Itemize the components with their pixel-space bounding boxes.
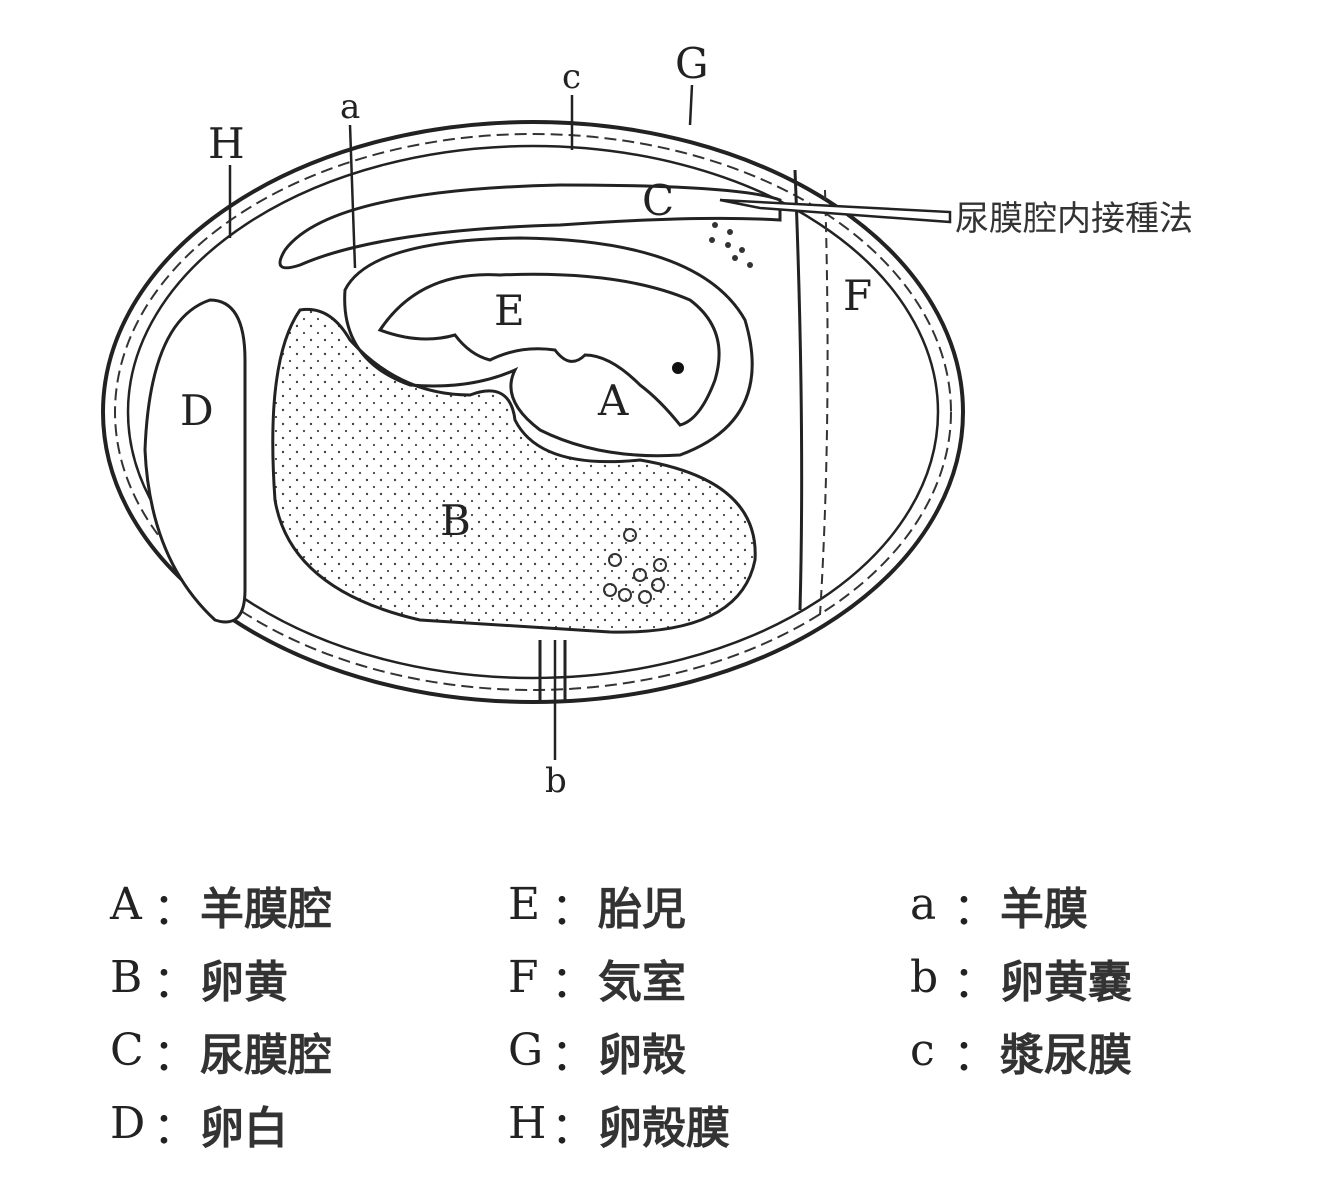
air-cell-wall (793, 169, 804, 611)
legend-key: a (910, 879, 937, 930)
label-C: C (642, 176, 674, 225)
label-A: A (597, 376, 629, 425)
legend-item: b ：卵黄嚢 (910, 941, 1132, 1014)
legend-value: 胎児 (598, 883, 686, 935)
yolk-sac-stalk (538, 640, 567, 700)
label-B: B (440, 496, 471, 545)
legend-value: 卵殻 (598, 1029, 686, 1081)
legend-item: C：尿膜腔 (110, 1014, 332, 1087)
legend-key: C (110, 1025, 144, 1076)
legend-item: B：卵黄 (110, 941, 332, 1014)
label-H: H (208, 119, 245, 168)
legend-item: c ：漿尿膜 (910, 1014, 1132, 1087)
label-c: c (562, 57, 581, 97)
legend-sep: ： (153, 1102, 197, 1154)
egg-diagram: A B C D E F G H a b c 尿膜腔内接種法 (101, 39, 1193, 801)
legend-sep: ： (153, 1029, 197, 1081)
legend-value: 卵殻膜 (598, 1102, 730, 1154)
legend-item: E：胎児 (508, 868, 730, 941)
legend-sep: ： (551, 956, 595, 1008)
legend-value: 卵黄嚢 (1000, 956, 1132, 1008)
legend-sep: ： (551, 1102, 595, 1154)
chorioallantoic-membrane (126, 144, 940, 680)
legend-key: F (508, 952, 539, 1003)
legend-item: a ：羊膜 (910, 868, 1132, 941)
legend-value: 羊膜 (1000, 883, 1088, 935)
legend-key: G (508, 1025, 544, 1076)
legend-sep: ： (551, 883, 595, 935)
allantois-band (278, 183, 782, 270)
legend-item: D：卵白 (110, 1087, 332, 1160)
legend-column-2: E：胎児 F：気室 G：卵殻 H：卵殻膜 (508, 868, 730, 1160)
legend-sep: ： (953, 956, 997, 1008)
legend-value: 尿膜腔 (200, 1029, 332, 1081)
legend-key: H (508, 1098, 547, 1149)
label-G: G (675, 39, 709, 88)
label-E: E (494, 286, 525, 335)
embryo (377, 272, 721, 427)
legend-key: c (910, 1025, 935, 1076)
yolk-region (271, 307, 757, 634)
legend-sep: ： (153, 956, 197, 1008)
legend-item: A：羊膜腔 (110, 868, 332, 941)
legend-key: B (110, 952, 143, 1003)
embryo-eye (672, 362, 684, 374)
injection-method-label: 尿膜腔内接種法 (955, 199, 1193, 239)
air-cell-membrane (819, 189, 829, 616)
label-D: D (180, 386, 214, 435)
legend-value: 羊膜腔 (200, 883, 332, 935)
amnion (343, 236, 754, 458)
label-b: b (545, 761, 567, 801)
legend-value: 卵黄 (200, 956, 288, 1008)
legend-sep: ： (551, 1029, 595, 1081)
legend-column-1: A：羊膜腔 B：卵黄 C：尿膜腔 D：卵白 (110, 868, 332, 1160)
label-F: F (843, 271, 872, 320)
legend-key: E (508, 879, 541, 930)
injection-needle (719, 198, 952, 224)
legend-sep: ： (953, 883, 997, 935)
legend-key: A (110, 879, 142, 930)
albumen-region (143, 298, 247, 624)
pointer-lines (228, 84, 694, 760)
label-a: a (340, 87, 360, 127)
legend-sep: ： (953, 1029, 997, 1081)
legend-value: 卵白 (200, 1102, 288, 1154)
legend-key: D (110, 1098, 146, 1149)
legend-item: G：卵殻 (508, 1014, 730, 1087)
vessel-dots (603, 528, 667, 604)
shell-membrane (114, 133, 952, 691)
legend-value: 漿尿膜 (1000, 1029, 1132, 1081)
legend-value: 気室 (598, 956, 686, 1008)
legend-item: H：卵殻膜 (508, 1087, 730, 1160)
legend-column-3: a：羊膜 b：卵黄嚢 c：漿尿膜 (910, 868, 1132, 1087)
egg-shell (101, 120, 965, 704)
legend-key: b (910, 952, 939, 1003)
allantoic-dots (709, 222, 753, 268)
legend-sep: ： (153, 883, 197, 935)
legend-item: F：気室 (508, 941, 730, 1014)
